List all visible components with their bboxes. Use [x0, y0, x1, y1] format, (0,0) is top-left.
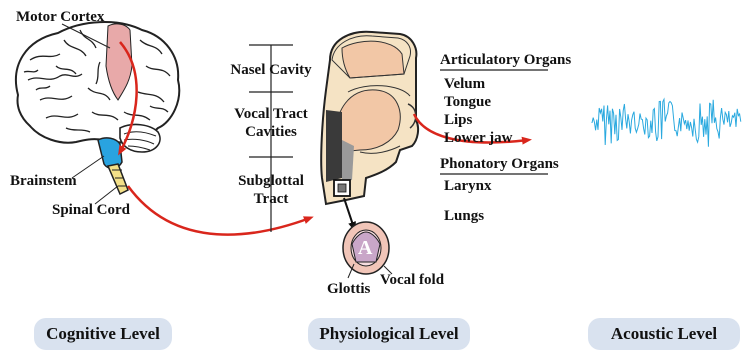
vocal-fold-label: Vocal fold: [380, 272, 444, 289]
vocal-tract-label-line1: Vocal Tract: [224, 106, 318, 123]
cognitive-level-box: Cognitive Level: [34, 318, 172, 350]
phonatory-heading: Phonatory Organs: [440, 156, 559, 173]
brain-outline: [16, 22, 179, 143]
nasal-cavity-label: Nasel Cavity: [224, 62, 318, 79]
articulatory-item: Lower jaw: [444, 130, 512, 147]
pharynx-dark: [326, 110, 342, 182]
larynx-to-glottis-arrow: [344, 198, 354, 228]
acoustic-waveform: [592, 99, 741, 146]
physiological-level-box: Physiological Level: [308, 318, 470, 350]
subglottal-label-line2: Tract: [224, 191, 318, 208]
glottis-label: Glottis: [327, 281, 370, 298]
phonatory-item: Larynx: [444, 178, 492, 195]
articulatory-item: Tongue: [444, 94, 491, 111]
acoustic-level-box: Acoustic Level: [588, 318, 740, 350]
pharynx-gray: [342, 140, 354, 182]
brainstem-label: Brainstem: [10, 173, 77, 190]
glottis-letter: A: [358, 237, 372, 259]
motor-cortex-label: Motor Cortex: [16, 9, 104, 26]
articulatory-item: Lips: [444, 112, 472, 129]
subglottal-label-line1: Subglottal: [224, 173, 318, 190]
brain-illustration: [16, 22, 179, 194]
articulatory-item: Velum: [444, 76, 485, 93]
spinal-cord-label: Spinal Cord: [52, 202, 130, 219]
waveform-trace: [592, 99, 741, 146]
spinal-cord-shape: [108, 164, 128, 194]
phonatory-item: Lungs: [444, 208, 484, 225]
vocal-tract-illustration: [321, 32, 418, 204]
vocal-tract-label-line2: Cavities: [224, 124, 318, 141]
nasal-cavity-shape: [342, 41, 404, 78]
articulatory-heading: Articulatory Organs: [440, 52, 571, 69]
